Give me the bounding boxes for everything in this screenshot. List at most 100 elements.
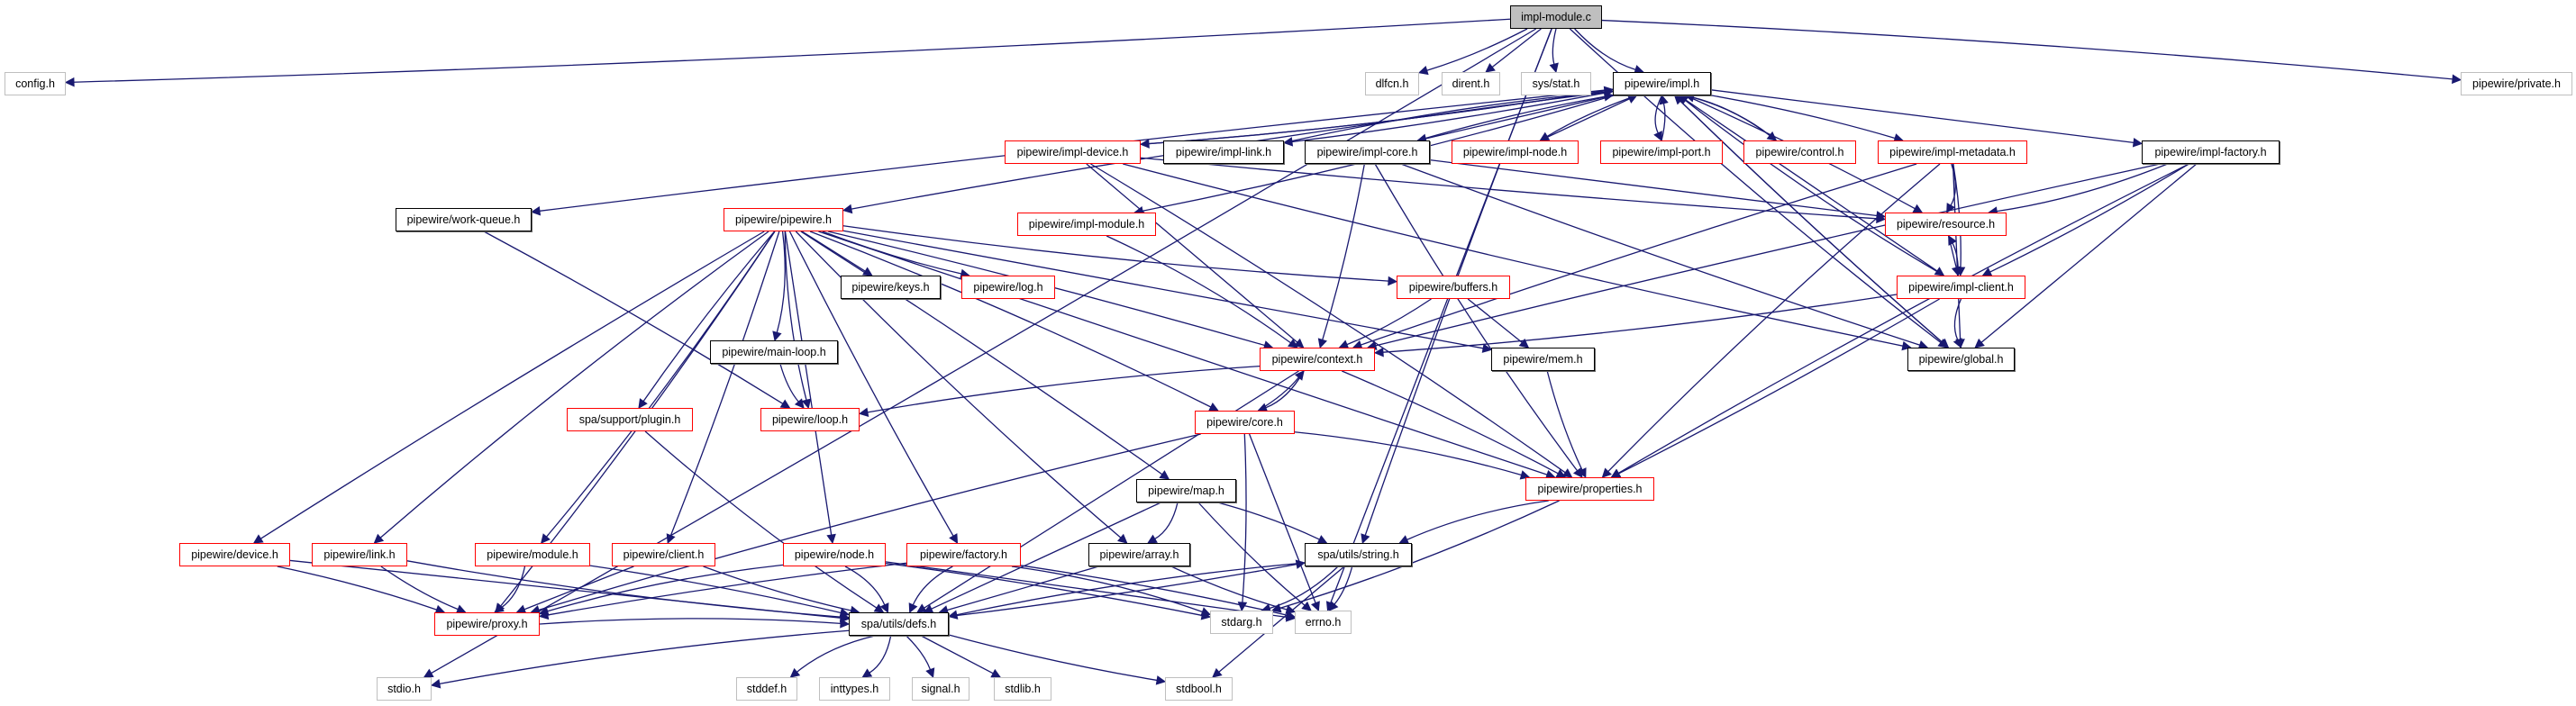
node-inttypes-h[interactable]: inttypes.h (819, 677, 890, 701)
edge-module-h-to-proxy-h (500, 566, 526, 609)
node-factory-h[interactable]: pipewire/factory.h (906, 543, 1021, 566)
node-proxy-h[interactable]: pipewire/proxy.h (434, 612, 540, 636)
edge-map-h-to-defs-h (931, 502, 1161, 610)
edge-array-h-to-defs-h (947, 566, 1099, 611)
edge-map-h-to-errno-h (1197, 502, 1306, 606)
node-impl-client-h[interactable]: pipewire/impl-client.h (1897, 276, 2025, 299)
node-keys-h[interactable]: pipewire/keys.h (841, 276, 941, 299)
arrowhead-icon (1951, 266, 1962, 277)
arrowhead-icon (1285, 604, 1297, 614)
node-label: pipewire/loop.h (771, 413, 849, 426)
edge-pipewire-h-to-map-h (800, 231, 1163, 475)
arrowhead-icon (1293, 338, 1305, 348)
node-impl-device-h[interactable]: pipewire/impl-device.h (1005, 140, 1141, 164)
node-impl-node-h[interactable]: pipewire/impl-node.h (1452, 140, 1579, 164)
node-core-h[interactable]: pipewire/core.h (1195, 411, 1295, 434)
node-label: pipewire/log.h (973, 281, 1043, 294)
node-dirent-h[interactable]: dirent.h (1442, 72, 1500, 95)
node-stdarg-h[interactable]: stdarg.h (1210, 611, 1273, 634)
node-label: pipewire/impl-link.h (1175, 146, 1272, 158)
node-loop-h[interactable]: pipewire/loop.h (760, 408, 860, 431)
arrowhead-icon (826, 533, 836, 545)
node-properties-h[interactable]: pipewire/properties.h (1525, 477, 1654, 501)
node-label: pipewire/properties.h (1537, 483, 1643, 495)
edge-pipewire-h-to-loop-h (784, 231, 807, 401)
node-impl-module-c[interactable]: impl-module.c (1510, 5, 1602, 29)
node-stdlib-h[interactable]: stdlib.h (994, 677, 1051, 701)
node-impl-port-h[interactable]: pipewire/impl-port.h (1600, 140, 1723, 164)
node-signal-h[interactable]: signal.h (912, 677, 969, 701)
arrowhead-icon (990, 668, 1002, 678)
node-module-h[interactable]: pipewire/module.h (475, 543, 590, 566)
node-device-h[interactable]: pipewire/device.h (179, 543, 290, 566)
edge-core-h-to-context-h (1258, 376, 1299, 412)
node-link-h[interactable]: pipewire/link.h (312, 543, 407, 566)
node-sys-stat-h[interactable]: sys/stat.h (1521, 72, 1591, 95)
arrowhead-icon (1295, 559, 1306, 569)
node-impl-core-h[interactable]: pipewire/impl-core.h (1305, 140, 1430, 164)
arrowhead-icon (1673, 95, 1685, 105)
node-client-h[interactable]: pipewire/client.h (612, 543, 715, 566)
node-pipewire-h[interactable]: pipewire/pipewire.h (724, 208, 843, 231)
node-defs-h[interactable]: spa/utils/defs.h (849, 612, 949, 636)
edge-pipewire-h-to-device-h (260, 231, 765, 539)
edge-impl-device-h-to-context-h (1086, 163, 1298, 343)
edge-link-h-to-defs-h (406, 560, 842, 618)
node-node-h[interactable]: pipewire/node.h (783, 543, 886, 566)
edge-impl-module-c-to-config-h (73, 18, 1511, 83)
arrowhead-icon (1361, 533, 1370, 545)
node-resource-h[interactable]: pipewire/resource.h (1885, 213, 2007, 236)
node-dlfcn-h[interactable]: dlfcn.h (1365, 72, 1419, 95)
edge-impl-client-h-to-resource-h (1952, 242, 1959, 276)
node-stddef-h[interactable]: stddef.h (736, 677, 797, 701)
node-impl-h[interactable]: pipewire/impl.h (1613, 72, 1711, 95)
node-array-h[interactable]: pipewire/array.h (1088, 543, 1190, 566)
arrowhead-icon (1610, 468, 1622, 478)
node-label: pipewire/work-queue.h (406, 213, 521, 226)
node-plugin-h[interactable]: spa/support/plugin.h (567, 408, 693, 431)
node-stdio-h[interactable]: stdio.h (377, 677, 432, 701)
edge-impl-metadata-h-to-context-h (1361, 163, 1917, 346)
arrowhead-icon (916, 603, 927, 613)
edge-core-h-to-properties-h (1294, 431, 1522, 476)
arrowhead-icon (1974, 338, 1985, 348)
node-log-h[interactable]: pipewire/log.h (961, 276, 1055, 299)
node-errno-h[interactable]: errno.h (1295, 611, 1352, 634)
node-label: errno.h (1305, 616, 1342, 629)
edge-impl-h-to-impl-factory-h (1710, 89, 2135, 143)
arrowhead-icon (1561, 468, 1573, 478)
arrowhead-icon (1485, 62, 1496, 73)
node-label: pipewire/device.h (191, 548, 278, 561)
node-stdbool-h[interactable]: stdbool.h (1165, 677, 1233, 701)
edge-impl-factory-h-to-context-h (1375, 163, 2161, 347)
node-label: spa/utils/string.h (1317, 548, 1399, 561)
node-impl-link-h[interactable]: pipewire/impl-link.h (1163, 140, 1284, 164)
node-private-h[interactable]: pipewire/private.h (2461, 72, 2572, 95)
node-mem-h[interactable]: pipewire/mem.h (1491, 348, 1595, 371)
node-buffers-h[interactable]: pipewire/buffers.h (1397, 276, 1510, 299)
node-label: pipewire/node.h (794, 548, 875, 561)
edge-impl-client-h-to-global-h (1953, 298, 1962, 341)
node-label: stdbool.h (1176, 683, 1222, 695)
edge-impl-client-h-to-context-h (1382, 294, 1898, 353)
node-impl-module-h[interactable]: pipewire/impl-module.h (1017, 213, 1156, 236)
edge-impl-device-h-to-global-h (1123, 163, 1904, 347)
arrowhead-icon (1301, 601, 1312, 611)
node-impl-factory-h[interactable]: pipewire/impl-factory.h (2142, 140, 2280, 164)
arrowhead-icon (947, 610, 959, 620)
node-main-loop-h[interactable]: pipewire/main-loop.h (710, 340, 838, 364)
node-impl-metadata-h[interactable]: pipewire/impl-metadata.h (1878, 140, 2027, 164)
node-string-h[interactable]: spa/utils/string.h (1305, 543, 1412, 566)
node-global-h[interactable]: pipewire/global.h (1907, 348, 2015, 371)
arrowhead-icon (842, 204, 853, 214)
arrowhead-icon (2132, 138, 2144, 148)
node-map-h[interactable]: pipewire/map.h (1136, 479, 1236, 502)
edge-impl-module-c-to-impl-h (1574, 28, 1636, 70)
node-work-queue-h[interactable]: pipewire/work-queue.h (396, 208, 532, 231)
edge-impl-module-h-to-context-h (1106, 235, 1291, 344)
node-context-h[interactable]: pipewire/context.h (1260, 348, 1375, 371)
arrowhead-icon (861, 668, 873, 678)
node-config-h[interactable]: config.h (5, 72, 66, 95)
node-control-h[interactable]: pipewire/control.h (1743, 140, 1856, 164)
edge-impl-h-to-impl-link-h (1291, 90, 1614, 143)
